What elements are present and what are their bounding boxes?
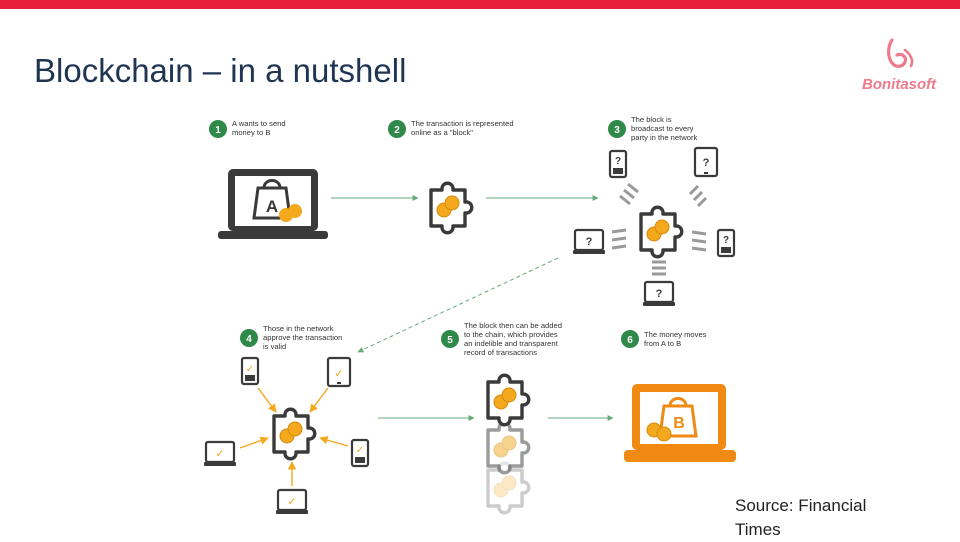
step-3-line-1: The block is xyxy=(631,115,672,124)
step-6: 6 The money moves from A to B xyxy=(621,330,707,348)
source-caption: Source: Financial Times xyxy=(735,494,905,542)
wallet-b-letter: B xyxy=(673,415,685,432)
step-3-number: 3 xyxy=(614,125,620,136)
approved-mark-phone-right: ✓ xyxy=(356,445,364,456)
step-4-line-2: approve the transaction xyxy=(263,333,342,342)
step-1: 1 A wants to send money to B xyxy=(209,119,286,138)
step-4-number: 4 xyxy=(246,334,252,345)
step-3-line-3: party in the network xyxy=(631,133,697,142)
wallet-a-letter: A xyxy=(266,197,278,216)
step-5-line-2: to the chain, which provides xyxy=(464,330,558,339)
unknown-mark-phone: ? xyxy=(615,156,621,167)
step-5-line-1: The block then can be added xyxy=(464,321,562,330)
step-2-line-2: online as a "block" xyxy=(411,128,473,137)
step-2-line-1: The transaction is represented xyxy=(411,119,514,128)
step-4: 4 Those in the network approve the trans… xyxy=(240,324,342,351)
blockchain-diagram: 1 A wants to send money to B A 2 The tra… xyxy=(198,112,758,522)
step-6-number: 6 xyxy=(627,335,633,346)
step-5-line-4: record of transactions xyxy=(464,348,537,357)
approved-mark-tablet: ✓ xyxy=(334,367,343,380)
bonitasoft-logo-mark xyxy=(862,36,938,76)
step-5-number: 5 xyxy=(447,335,453,346)
block-chain-icon xyxy=(488,375,529,513)
step-5-line-3: an indelible and transparent xyxy=(464,339,559,348)
approved-mark-laptop-bottom: ✓ xyxy=(287,495,296,508)
slide-title: Blockchain – in a nutshell xyxy=(34,52,406,90)
step-6-line-2: from A to B xyxy=(644,339,681,348)
approved-mark-phone: ✓ xyxy=(246,364,254,375)
unknown-mark-laptop: ? xyxy=(586,236,593,248)
step-1-number: 1 xyxy=(215,125,221,136)
step-1-line-2: money to B xyxy=(232,128,270,137)
step-5: 5 The block then can be added to the cha… xyxy=(441,321,562,357)
approved-mark-laptop: ✓ xyxy=(215,447,224,460)
step-3-line-2: broadcast to every xyxy=(631,124,694,133)
unknown-mark-tablet: ? xyxy=(703,157,710,169)
step-3: 3 The block is broadcast to every party … xyxy=(608,115,697,142)
step-6-line-1: The money moves xyxy=(644,330,707,339)
unknown-mark-laptop-bottom: ? xyxy=(656,288,663,300)
step-1-line-1: A wants to send xyxy=(232,119,286,128)
unknown-mark-phone-right: ? xyxy=(723,235,729,246)
block-puzzle-icon xyxy=(431,183,472,233)
logo-wordmark: Bonitasoft xyxy=(862,76,938,93)
laptop-wallet-b-icon: B xyxy=(624,384,736,462)
bonitasoft-logo: Bonitasoft xyxy=(862,36,938,98)
step-4-line-3: is valid xyxy=(263,342,286,351)
network-approval-icon: ✓ ✓ ✓ ✓ ✓ xyxy=(204,358,368,514)
broadcast-network-icon: ? ? ? ? ? xyxy=(573,148,734,306)
top-accent-bar xyxy=(0,0,960,9)
step-4-line-1: Those in the network xyxy=(263,324,334,333)
step-2-number: 2 xyxy=(394,125,400,136)
laptop-wallet-a-icon: A xyxy=(218,169,328,239)
step-2: 2 The transaction is represented online … xyxy=(388,119,514,138)
